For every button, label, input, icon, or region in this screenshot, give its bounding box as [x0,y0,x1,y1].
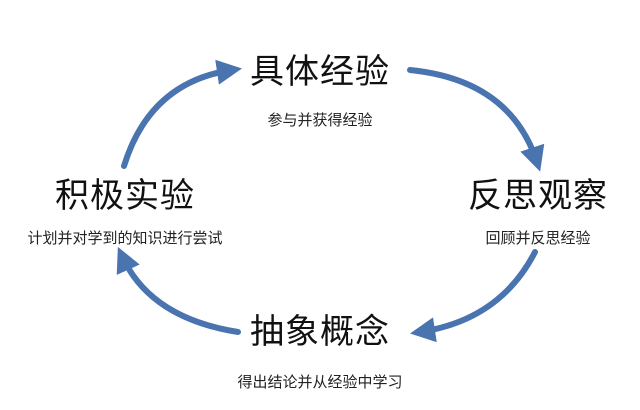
stage-title: 反思观察 [468,176,608,216]
stage-active-experimentation: 积极实验 计划并对学到的知识进行尝试 [2,176,248,248]
arrow-bottom-to-left [116,246,241,335]
arrow-right-to-bottom [410,249,538,343]
stage-description: 参与并获得经验 [267,111,373,129]
stage-abstract-conceptualization: 抽象概念 得出结论并从经验中学习 [200,312,440,392]
arrow-left-to-top [121,59,242,169]
stage-description: 得出结论并从经验中学习 [237,373,403,391]
stage-title: 抽象概念 [250,312,390,352]
stage-description: 计划并对学到的知识进行尝试 [27,229,223,247]
stage-description: 回顾并反思经验 [485,229,591,247]
stage-title: 积极实验 [55,176,195,216]
stage-concrete-experience: 具体经验 参与并获得经验 [210,52,430,130]
stage-title: 具体经验 [250,52,390,92]
stage-reflective-observation: 反思观察 回顾并反思经验 [440,176,636,248]
arrow-top-to-right [407,67,545,172]
